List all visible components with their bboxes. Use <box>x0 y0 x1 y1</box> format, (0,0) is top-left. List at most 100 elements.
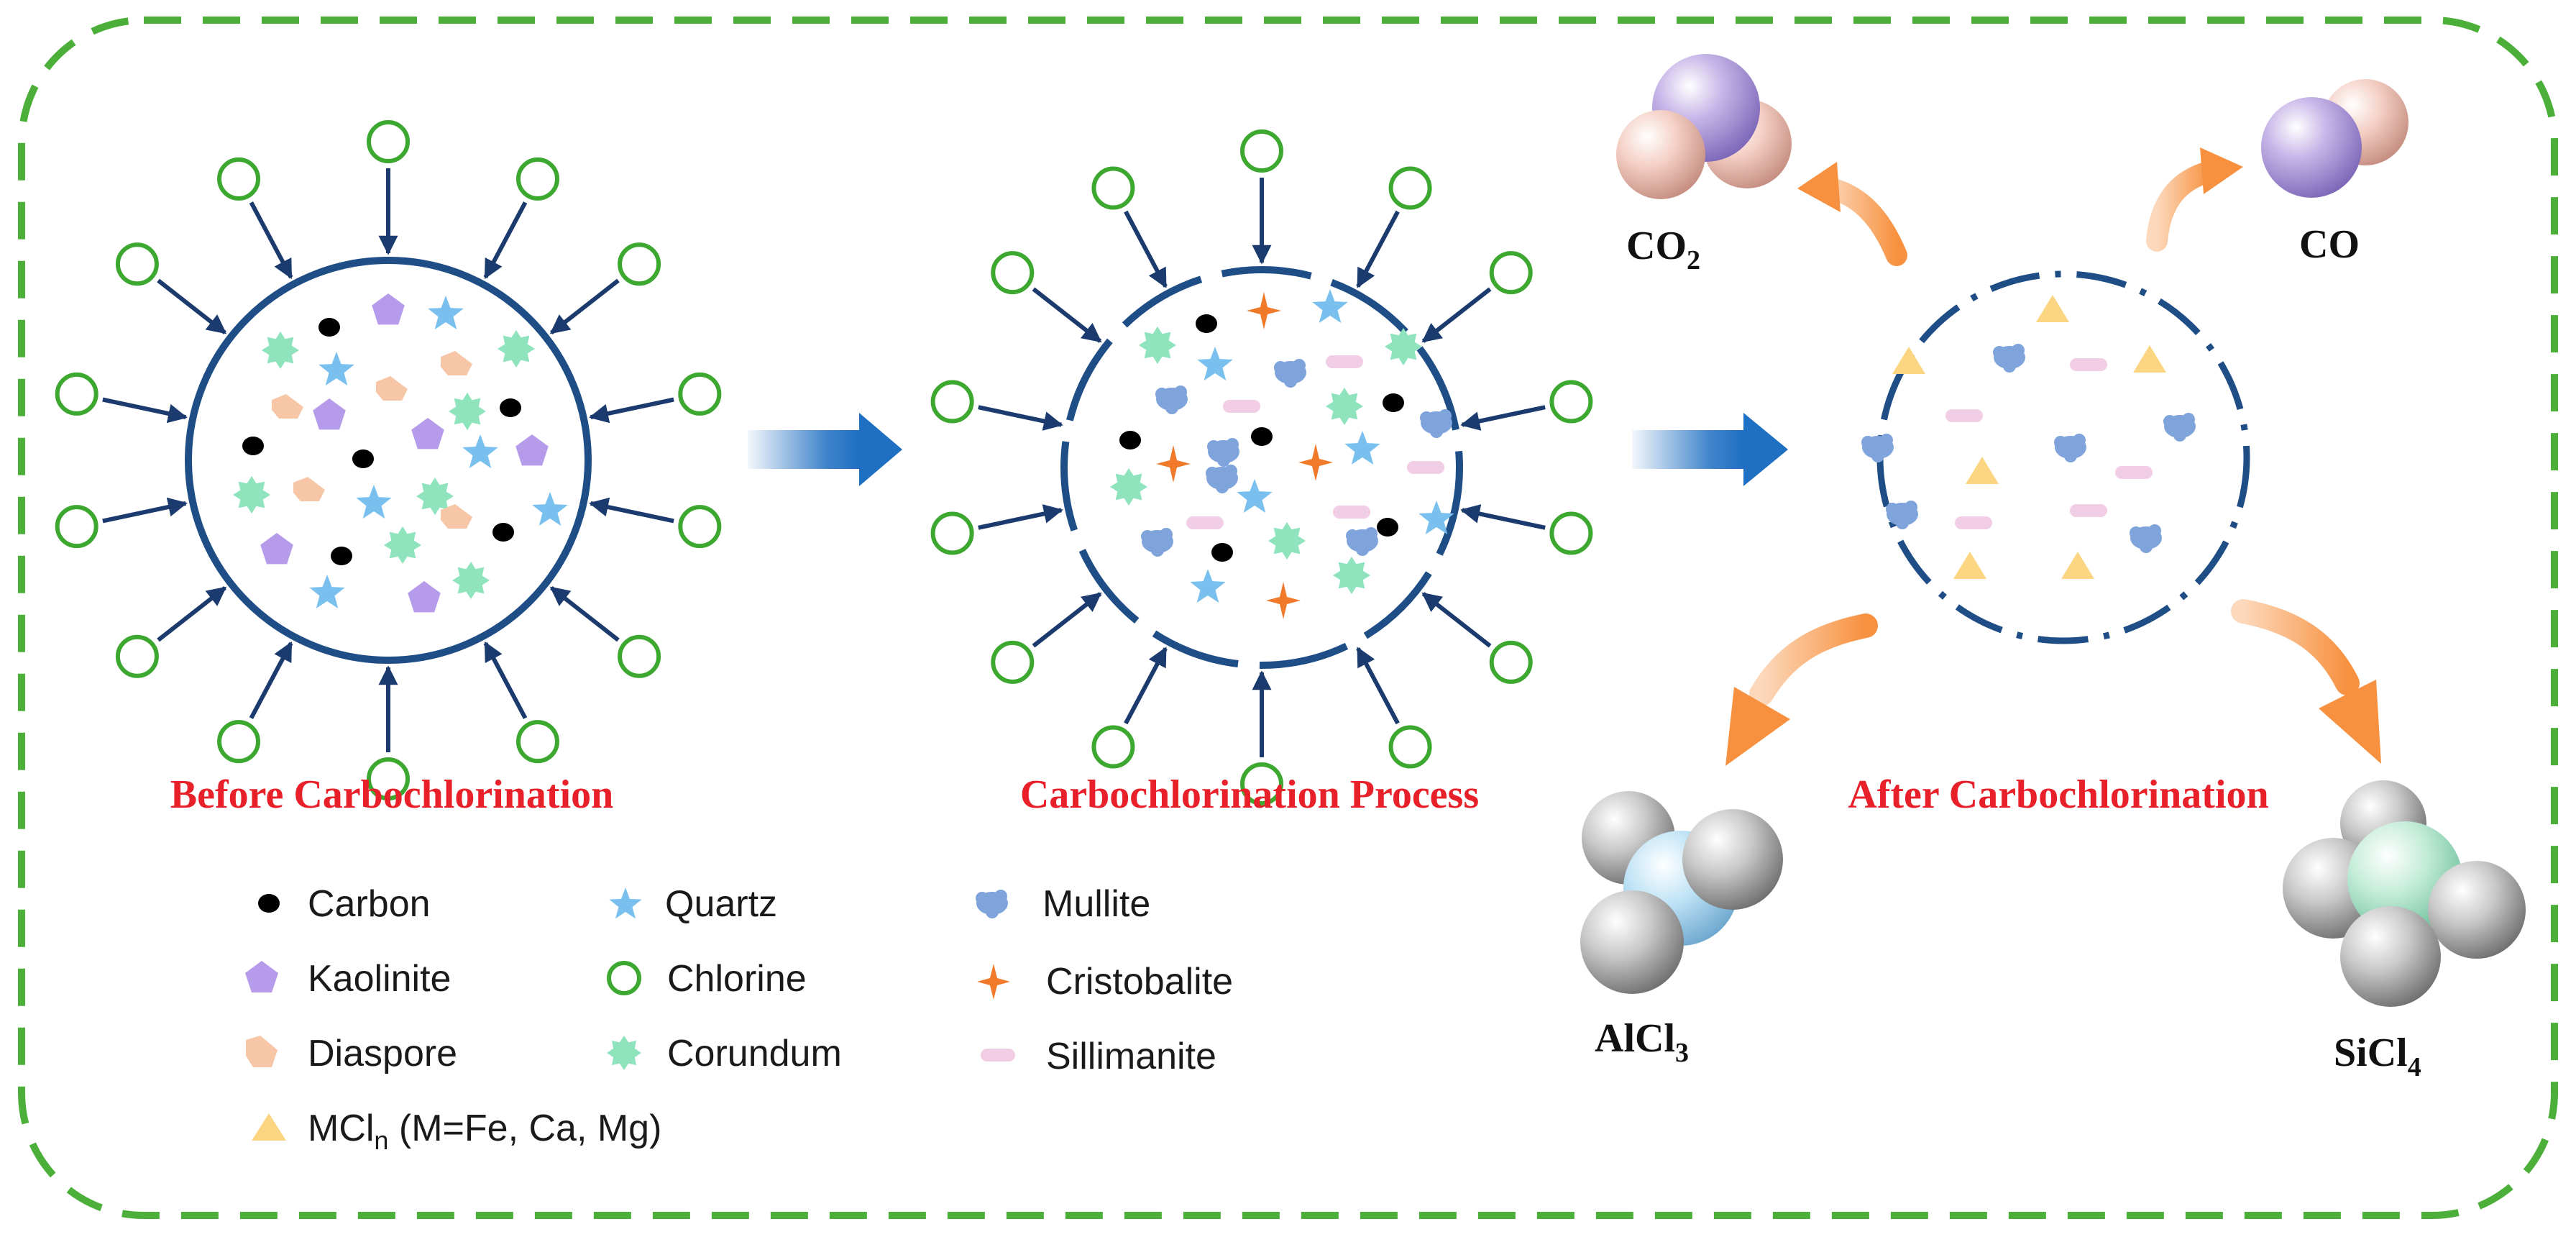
kaolinite-icon <box>245 961 278 992</box>
mcln-icon <box>252 1113 286 1141</box>
stage-title-process: Carbochlorination Process <box>1020 772 1479 817</box>
corundum-particle <box>1268 522 1306 560</box>
carbon-particle <box>318 318 340 337</box>
chlorine-attack-arrow <box>1460 405 1546 431</box>
corundum-icon <box>607 1036 641 1070</box>
legend-kaolinite: Kaolinite <box>245 958 451 1000</box>
mullite-particle <box>1155 385 1188 414</box>
product-arrow-co2 <box>1797 162 1907 266</box>
chlorine-molecule <box>1240 129 1283 173</box>
cristobalite-icon <box>977 964 1010 1000</box>
quartz-icon <box>609 887 642 919</box>
chlorine-attack-arrow <box>1124 210 1168 288</box>
corundum-particle <box>233 476 270 513</box>
quartz-particle <box>318 352 354 385</box>
legend-quartz: Quartz <box>609 883 777 925</box>
chlorine-molecule <box>1489 251 1533 295</box>
carbon-particle <box>242 437 264 455</box>
co2-label: CO2 <box>1626 224 1700 275</box>
legend-diaspore: Diaspore <box>246 1033 457 1074</box>
mullite-particle <box>2130 524 2162 553</box>
carbon-particle <box>331 547 352 565</box>
quartz-particle <box>428 296 464 329</box>
chlorine-attack-arrow <box>1356 210 1400 288</box>
particle-process <box>1060 266 1463 669</box>
co2-molecule <box>1616 54 1792 199</box>
chlorine-molecule <box>618 242 661 286</box>
cristobalite-particle <box>1247 292 1281 329</box>
mullite-particle <box>1420 409 1452 438</box>
chlorine-molecule <box>1388 166 1432 210</box>
diaspore-particle <box>272 394 303 419</box>
carbon-particle <box>1251 427 1273 446</box>
quartz-particle <box>1197 347 1233 380</box>
chlorine-attack-arrow <box>1421 592 1492 648</box>
legend-corundum: Corundum <box>607 1033 842 1074</box>
chlorine-molecule <box>678 372 722 416</box>
carbon-particle <box>352 449 374 468</box>
chlorine-attack-arrow <box>1124 647 1168 725</box>
legend-carbon-label: Carbon <box>308 883 431 925</box>
sillimanite-particle <box>1945 409 1983 422</box>
quartz-particle <box>1190 569 1226 603</box>
sillimanite-particle <box>2070 358 2107 371</box>
mcln-particle <box>1953 552 1986 579</box>
chlorine-attack-arrow <box>102 397 188 424</box>
chlorine-attack-arrow <box>1421 287 1492 343</box>
chlorine-molecule <box>115 242 159 286</box>
legend-kaolinite-label: Kaolinite <box>308 958 451 1000</box>
chlorine-molecule <box>217 720 261 764</box>
chlorine-attack-arrow <box>1032 592 1102 648</box>
chlorine-attack-arrow <box>1356 647 1400 725</box>
mcln-particle <box>2036 295 2069 322</box>
chlorine-molecule <box>678 505 722 549</box>
legend: Carbon Kaolinite Diaspore MCln (M=Fe, Ca… <box>245 883 1233 1155</box>
mullite-particle <box>1141 528 1173 557</box>
legend-cristobalite: Cristobalite <box>977 961 1233 1003</box>
mcln-particle <box>1892 347 1925 374</box>
quartz-particle <box>1237 479 1273 513</box>
chlorine-molecule <box>367 120 410 163</box>
sillimanite-icon <box>981 1049 1015 1062</box>
corundum-particle <box>498 330 535 368</box>
mullite-particle <box>1346 527 1378 556</box>
flow-arrow-2 <box>1632 413 1788 486</box>
corundum-particle <box>1333 557 1370 594</box>
alcl3-molecule <box>1580 791 1783 994</box>
carbon-particle <box>1383 393 1404 412</box>
kaolinite-particle <box>515 434 549 466</box>
chlorine-attack-arrow <box>1460 504 1546 530</box>
chlorine-icon <box>607 961 641 995</box>
corundum-particle <box>384 526 421 564</box>
chlorine-molecule <box>515 720 559 764</box>
chlorine-molecule <box>1091 725 1135 769</box>
dashed-border <box>18 17 2558 1219</box>
co-molecule <box>2261 79 2408 198</box>
legend-cristobalite-label: Cristobalite <box>1046 961 1233 1003</box>
legend-mcln: MCln (M=Fe, Ca, Mg) <box>252 1108 661 1155</box>
corundum-particle <box>1326 388 1363 425</box>
chlorine-molecule <box>55 372 98 416</box>
chlorine-attack-arrow <box>978 405 1063 431</box>
mcln-particle <box>2061 552 2094 579</box>
mullite-icon <box>976 890 1008 918</box>
quartz-particle <box>356 485 392 519</box>
sicl4-molecule <box>2283 780 2526 1007</box>
mullite-particle <box>1993 344 2025 373</box>
chlorine-attack-arrow <box>102 497 188 524</box>
corundum-particle <box>449 393 486 430</box>
corundum-particle <box>1139 327 1176 364</box>
sillimanite-particle <box>1186 516 1224 529</box>
cristobalite-particle <box>1266 582 1301 619</box>
chlorine-attack-arrow <box>549 278 620 335</box>
corundum-particle <box>452 562 490 599</box>
legend-carbon: Carbon <box>258 883 431 925</box>
sillimanite-particle <box>1333 506 1370 519</box>
chlorine-molecule <box>930 380 974 424</box>
mullite-particle <box>1274 359 1306 388</box>
diaspore-particle <box>293 477 325 501</box>
chlorine-molecule <box>991 640 1035 684</box>
corundum-particle <box>1385 328 1422 365</box>
chlorine-attack-arrow <box>157 585 227 642</box>
